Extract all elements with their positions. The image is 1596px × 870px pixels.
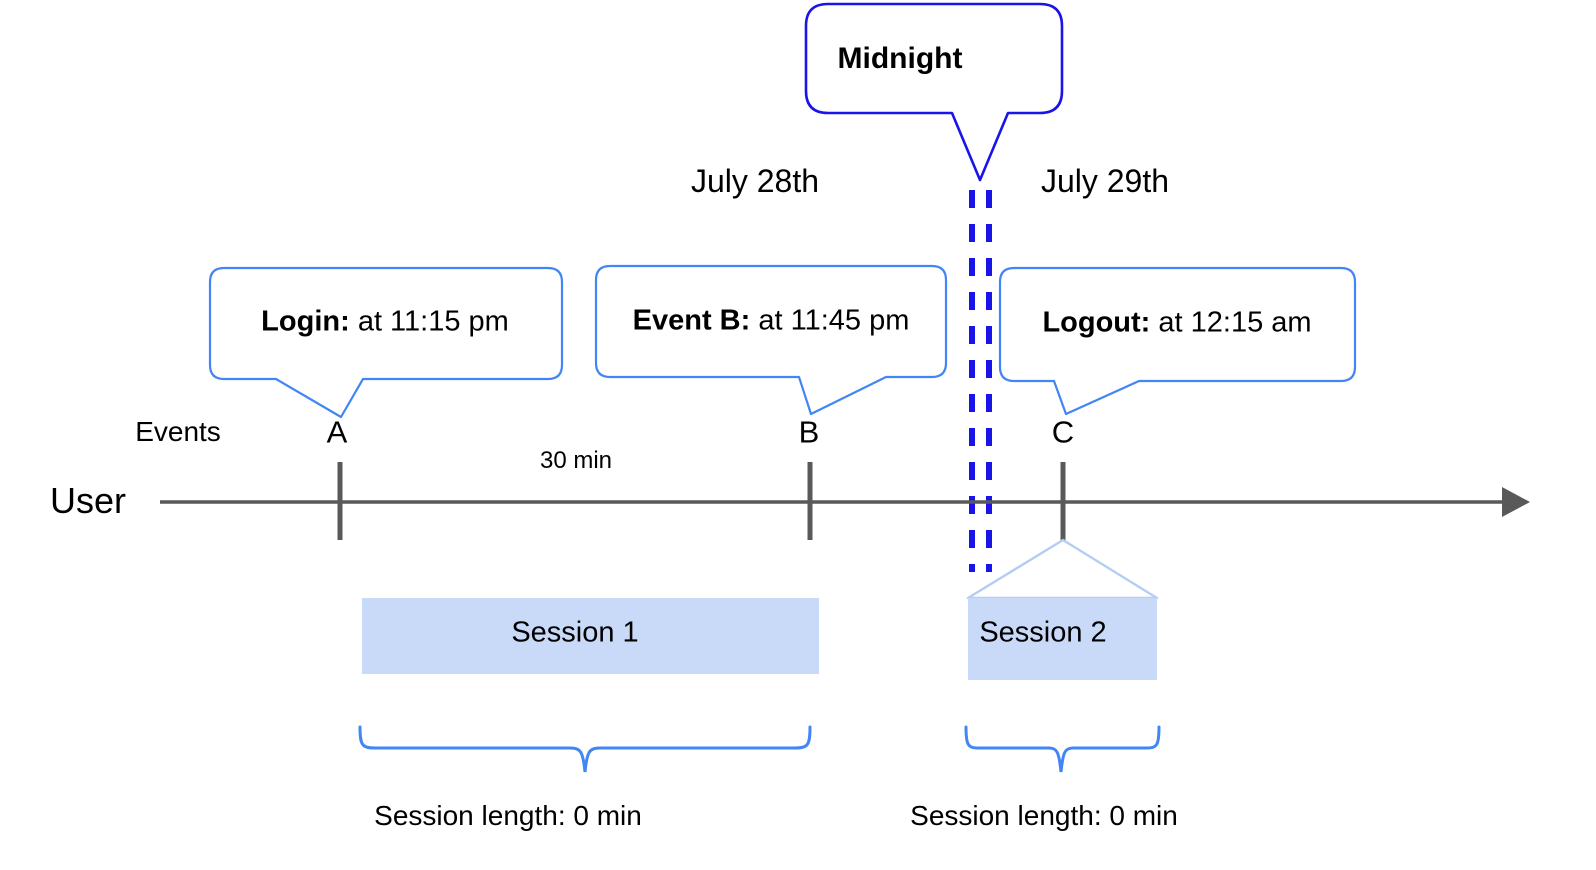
midnight-callout-shape: [804, 2, 1064, 182]
midnight-label: Midnight: [837, 42, 963, 75]
date-label-left: July 28th: [690, 163, 820, 199]
callout-b-text: Event B: at 11:45 pm: [632, 304, 910, 337]
callout-b-bold: Event B:: [632, 304, 751, 337]
session-2-box: [968, 598, 1157, 680]
session-1-brace: [358, 725, 812, 773]
events-row-label: Events: [135, 416, 221, 447]
session-1-box: [362, 598, 819, 674]
user-row-label: User: [49, 480, 127, 521]
session-2-length-label: Session length: 0 min: [910, 800, 1178, 831]
gap-duration-label: 30 min: [539, 447, 613, 474]
session-2-funnel: [966, 538, 1159, 600]
callout-a-rest: at 11:15 pm: [349, 305, 509, 338]
session-2-brace: [964, 725, 1161, 773]
tick-label-b: B: [798, 414, 820, 450]
tick-label-c: C: [1051, 414, 1075, 450]
date-label-right: July 29th: [1040, 163, 1170, 199]
callout-a-shape: [208, 266, 564, 419]
session-1-length-label: Session length: 0 min: [374, 800, 642, 831]
callout-c-shape: [998, 266, 1357, 416]
callout-c-bold: Logout:: [1042, 306, 1151, 339]
callout-b-shape: [594, 264, 948, 416]
callout-a-bold: Login:: [261, 305, 350, 338]
tick-label-a: A: [326, 414, 348, 450]
callout-c-text: Logout: at 12:15 am: [1042, 306, 1312, 339]
session-2-label: Session 2: [979, 616, 1107, 649]
callout-c-rest: at 12:15 am: [1150, 306, 1312, 339]
timeline-arrow-head: [1502, 487, 1530, 517]
session-1-label: Session 1: [511, 616, 639, 649]
callout-b-rest: at 11:45 pm: [750, 304, 910, 337]
callout-a-text: Login: at 11:15 pm: [261, 305, 509, 338]
